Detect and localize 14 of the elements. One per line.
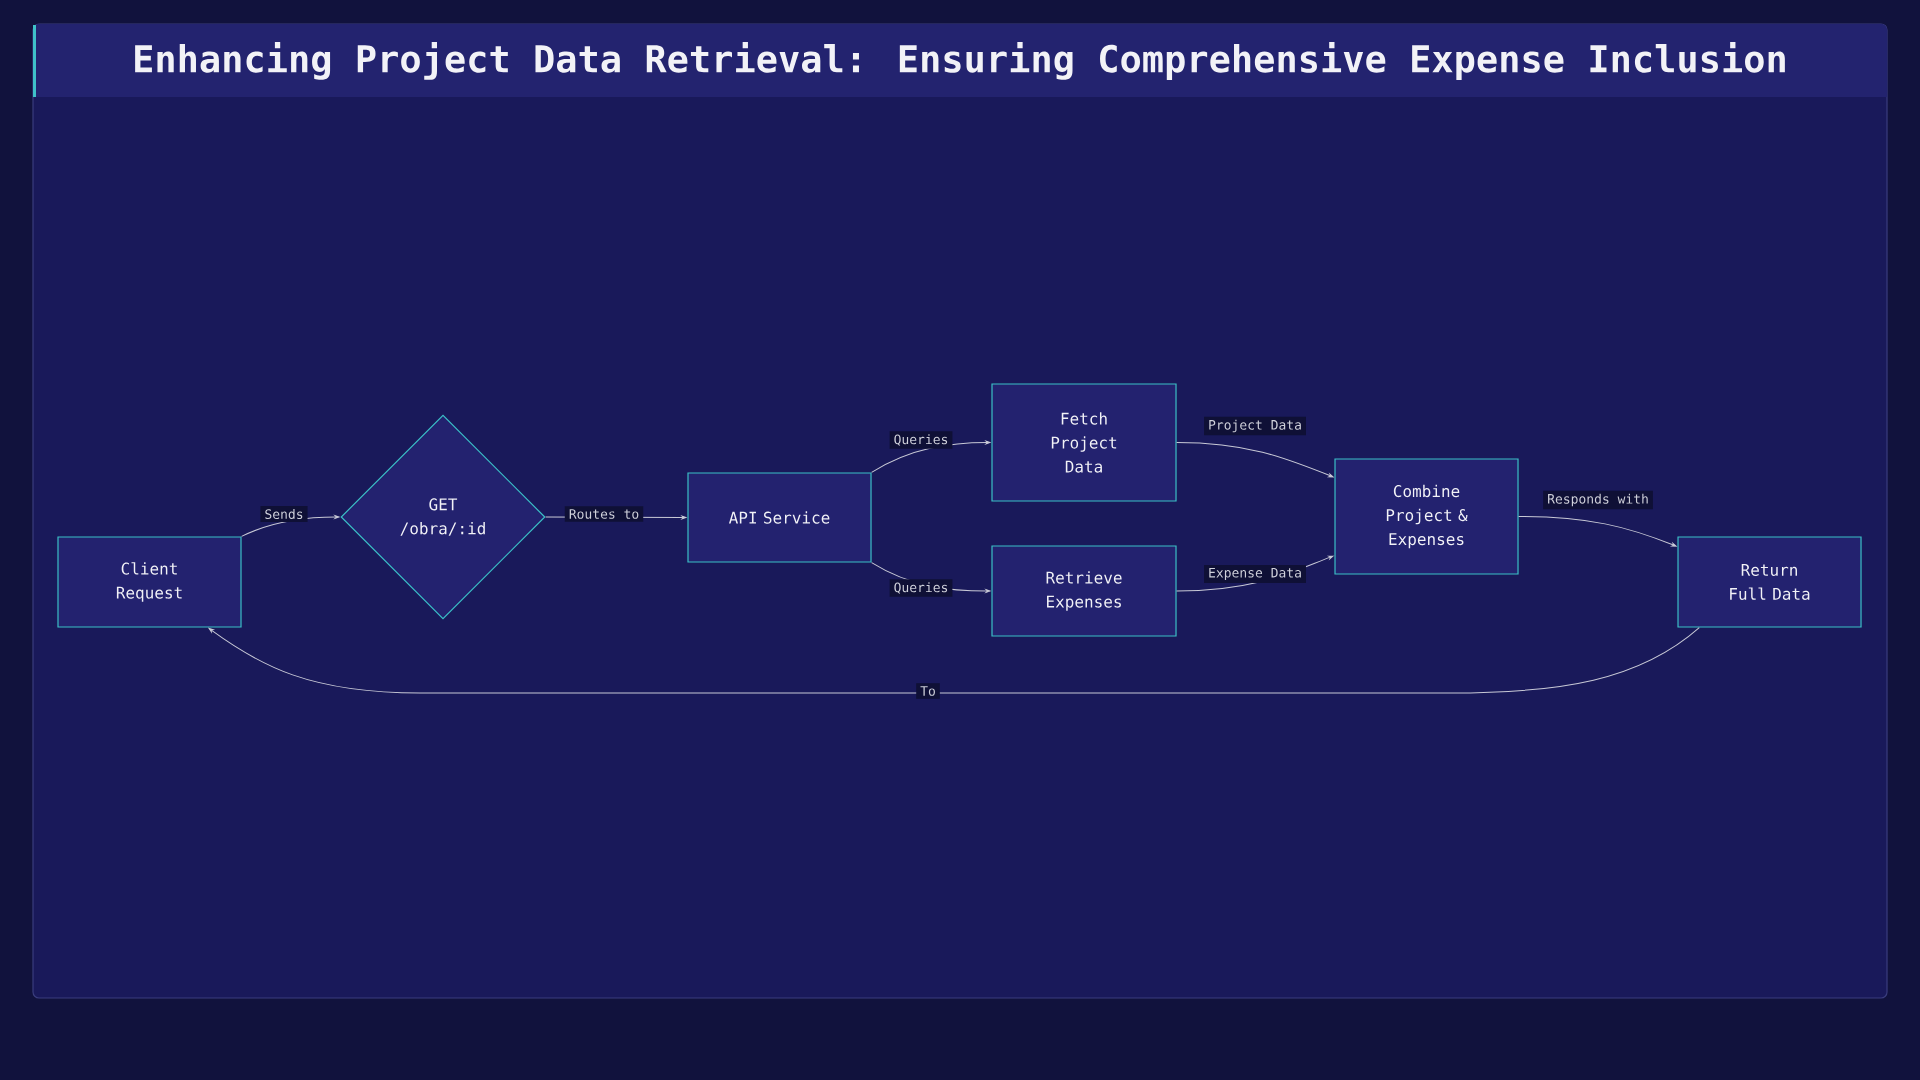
process-box: Fetch Project Data xyxy=(991,383,1177,502)
edge-label: Routes to xyxy=(564,506,644,522)
arrow xyxy=(1518,516,1677,547)
process-box: Client Request xyxy=(57,536,242,628)
process-box: Return Full Data xyxy=(1677,536,1862,628)
process-box: API Service xyxy=(687,472,872,563)
process-box: Retrieve Expenses xyxy=(991,545,1177,637)
edge-label: Queries xyxy=(889,431,953,449)
edge-label: Queries xyxy=(889,579,953,597)
process-box: Combine Project & Expenses xyxy=(1334,458,1519,575)
arrow xyxy=(208,627,1700,694)
arrow xyxy=(1176,442,1334,478)
edge-label: To xyxy=(916,683,940,699)
title-bar: Enhancing Project Data Retrieval: Ensuring Comprehensive Expense Inclusion xyxy=(33,24,1887,97)
